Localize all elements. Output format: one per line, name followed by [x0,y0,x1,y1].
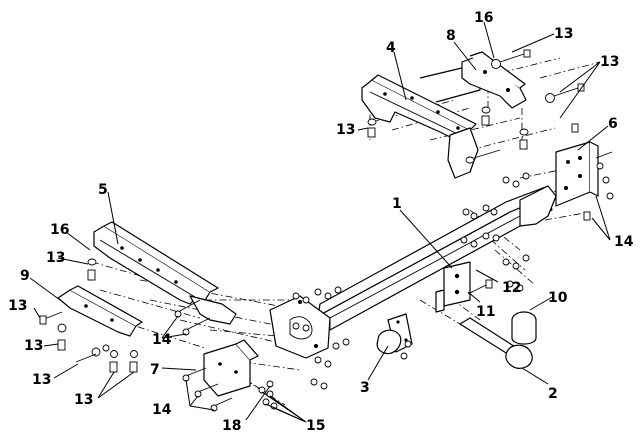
callout-5: 5 [98,182,108,198]
fasteners [39,49,614,412]
callout-14: 14 [152,402,172,418]
callout-13: 13 [554,26,573,42]
callout-13: 13 [600,54,619,70]
callout-4: 4 [386,40,396,56]
callout-2: 2 [548,386,558,402]
callout-13: 13 [24,338,43,354]
callout-10: 10 [548,290,568,306]
callout-16: 16 [474,10,493,26]
main-crossbar [269,185,557,359]
callout-13: 13 [32,372,51,388]
callout-13: 13 [46,250,65,266]
right-side-bracket [361,65,481,179]
callout-7: 7 [150,362,160,378]
callout-16: 16 [50,222,69,238]
callout-13: 13 [336,122,355,138]
callout-11: 11 [476,304,495,320]
callout-3: 3 [360,380,370,396]
callout-13: 13 [8,298,27,314]
lower-left-bracket [203,339,259,397]
left-side-bracket [93,221,237,325]
callout-1: 1 [392,196,402,212]
callout-6: 6 [608,116,618,132]
callout-12: 12 [502,280,521,296]
callout-labels: 1 2 3 4 5 6 7 8 9 10 11 12 13 13 13 13 1… [8,10,634,434]
electrical-socket-plate [376,313,413,355]
towball-neck [459,317,533,369]
callout-9: 9 [20,268,30,284]
callout-14: 14 [614,234,634,250]
callout-13: 13 [74,392,93,408]
leader-lines [29,21,611,423]
top-clamp-plate [461,51,527,109]
callout-18: 18 [222,418,241,434]
callout-15: 15 [306,418,325,434]
left-clamp-plate [57,285,143,337]
right-mounting-plate [555,141,599,207]
callout-14: 14 [152,332,172,348]
tow-ball [511,311,537,345]
callout-8: 8 [446,28,456,44]
